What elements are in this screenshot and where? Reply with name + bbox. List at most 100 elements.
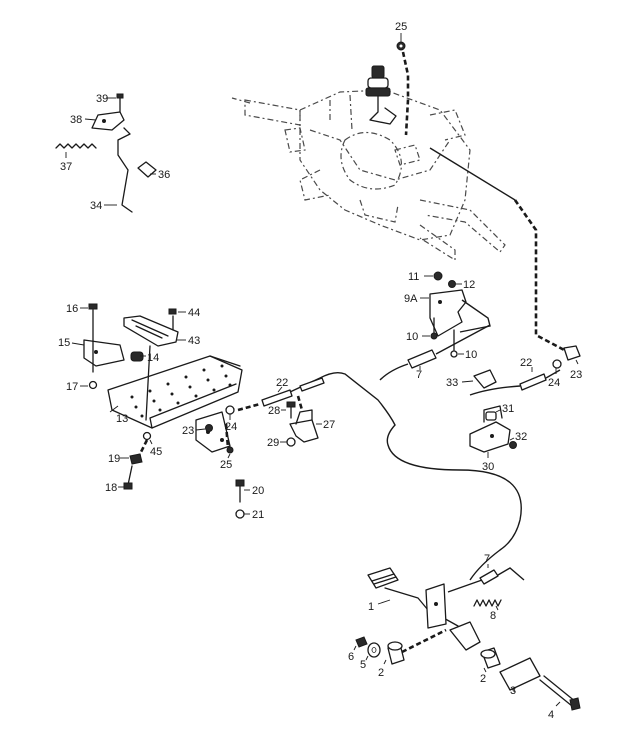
bushing-2-right: 2 [480, 647, 501, 685]
nut-17: 17 [66, 380, 98, 393]
callout-label: 23 [570, 369, 582, 381]
nut-11: 11 [408, 271, 443, 283]
pedal-1: 1 [367, 567, 459, 629]
bolt-16: 16 [66, 303, 98, 373]
nut-29: 29 [267, 437, 296, 449]
bracket-spring [459, 299, 491, 333]
callout-label: 39 [96, 93, 108, 105]
cable-right-short [469, 385, 521, 396]
transaxle-phantom [231, 89, 506, 262]
washer-45: 45 [142, 431, 162, 458]
callout-label: 5 [360, 659, 366, 671]
cable-hook [497, 567, 525, 581]
callout-label: 24 [225, 421, 237, 433]
callout-label: 32 [515, 431, 527, 443]
cable-to-23 [545, 369, 561, 379]
cable-7-to-bracket [435, 324, 491, 355]
spring-37: 37 [55, 143, 97, 173]
callout-label: 9A [404, 293, 418, 305]
cable-end-7-top: 7 [379, 349, 437, 381]
nut-19: 19 [108, 453, 143, 465]
cable-fitting-mid [299, 377, 325, 392]
link-pedal-bushing [401, 628, 447, 654]
pedal-arm [195, 411, 231, 453]
callout-label: 45 [150, 446, 162, 458]
bolt-4: 4 [539, 675, 581, 721]
callout-label: 24 [548, 377, 560, 389]
nut-25-left: 25 [220, 446, 234, 471]
callout-label: 17 [66, 381, 78, 393]
main-brake-cable [289, 371, 522, 581]
link-24-25 [224, 423, 230, 449]
bushing-14: 14 [130, 351, 159, 364]
callout-label: 16 [66, 303, 78, 315]
bracket-9A: 9A [404, 289, 467, 337]
cable-end-7-bottom: 7 [479, 553, 499, 585]
shaft-to-pad [145, 345, 151, 421]
callout-label: 22 [520, 357, 532, 369]
clamp-33: 33 [446, 369, 497, 389]
nut-6: 6 [348, 636, 368, 663]
cable-end-22-left: 22 [261, 377, 293, 407]
callout-label: 18 [105, 482, 117, 494]
nut-12: 12 [448, 279, 475, 291]
callout-label: 36 [158, 169, 170, 181]
bracket-15: 15 [58, 337, 125, 367]
nut-25-top: 25 [395, 21, 407, 51]
callout-label: 3 [510, 685, 516, 697]
callout-label: 33 [446, 377, 458, 389]
spacer-24-right: 24 [548, 359, 562, 389]
callout-label: 43 [188, 335, 200, 347]
callout-label: 21 [252, 509, 264, 521]
washer-5: 5 [360, 642, 381, 671]
callout-label: 2 [378, 667, 384, 679]
pivot-shaft [449, 621, 481, 651]
callout-label: 25 [395, 21, 407, 33]
callout-label: 19 [108, 453, 120, 465]
callout-label: 7 [416, 369, 422, 381]
callout-label: 1 [368, 601, 374, 613]
callout-label: 31 [502, 403, 514, 415]
nut-21: 21 [235, 509, 264, 521]
screw-39: 39 [96, 93, 124, 113]
rod-34: 34 [90, 127, 133, 213]
callout-label: 13 [116, 413, 128, 425]
grip-36: 36 [137, 161, 170, 181]
callout-label: 25 [220, 459, 232, 471]
cable-to-pedal [447, 579, 483, 593]
transaxle-control-shaft [365, 65, 397, 125]
callout-label: 15 [58, 337, 70, 349]
callout-label: 27 [323, 419, 335, 431]
spacer-24-left: 24 [225, 405, 237, 433]
callout-label: 11 [408, 271, 419, 283]
bracket-27: 27 [289, 409, 335, 443]
nut-32: 32 [509, 431, 527, 449]
bracket-38: 38 [70, 111, 125, 131]
callout-label: 23 [182, 425, 194, 437]
callout-label: 44 [188, 307, 200, 319]
callout-label: 34 [90, 200, 102, 212]
callout-label: 10 [465, 349, 477, 361]
link-to-23 [513, 199, 569, 354]
callout-label: 10 [406, 331, 418, 343]
callout-label: 20 [252, 485, 264, 497]
bolt-20: 20 [235, 479, 264, 503]
tube-3: 3 [499, 657, 541, 697]
bushing-2-left: 2 [378, 641, 405, 679]
link-25-to-shaft [401, 51, 410, 136]
screw-44: 44 [168, 307, 200, 331]
spring-8: 8 [473, 599, 502, 622]
clip-31: 31 [485, 403, 514, 421]
callout-label: 6 [348, 651, 354, 663]
callout-label: 30 [482, 461, 494, 473]
footplate-13: 13 [107, 355, 243, 429]
callout-label: 2 [480, 673, 486, 685]
screw-28: 28 [268, 401, 296, 419]
link-27 [296, 395, 304, 411]
callout-label: 28 [268, 405, 280, 417]
bracket-30: 30 [469, 405, 511, 473]
pedal-pad-43: 43 [123, 315, 200, 347]
callout-label: 22 [276, 377, 288, 389]
screw-10-left: 10 [406, 317, 438, 343]
